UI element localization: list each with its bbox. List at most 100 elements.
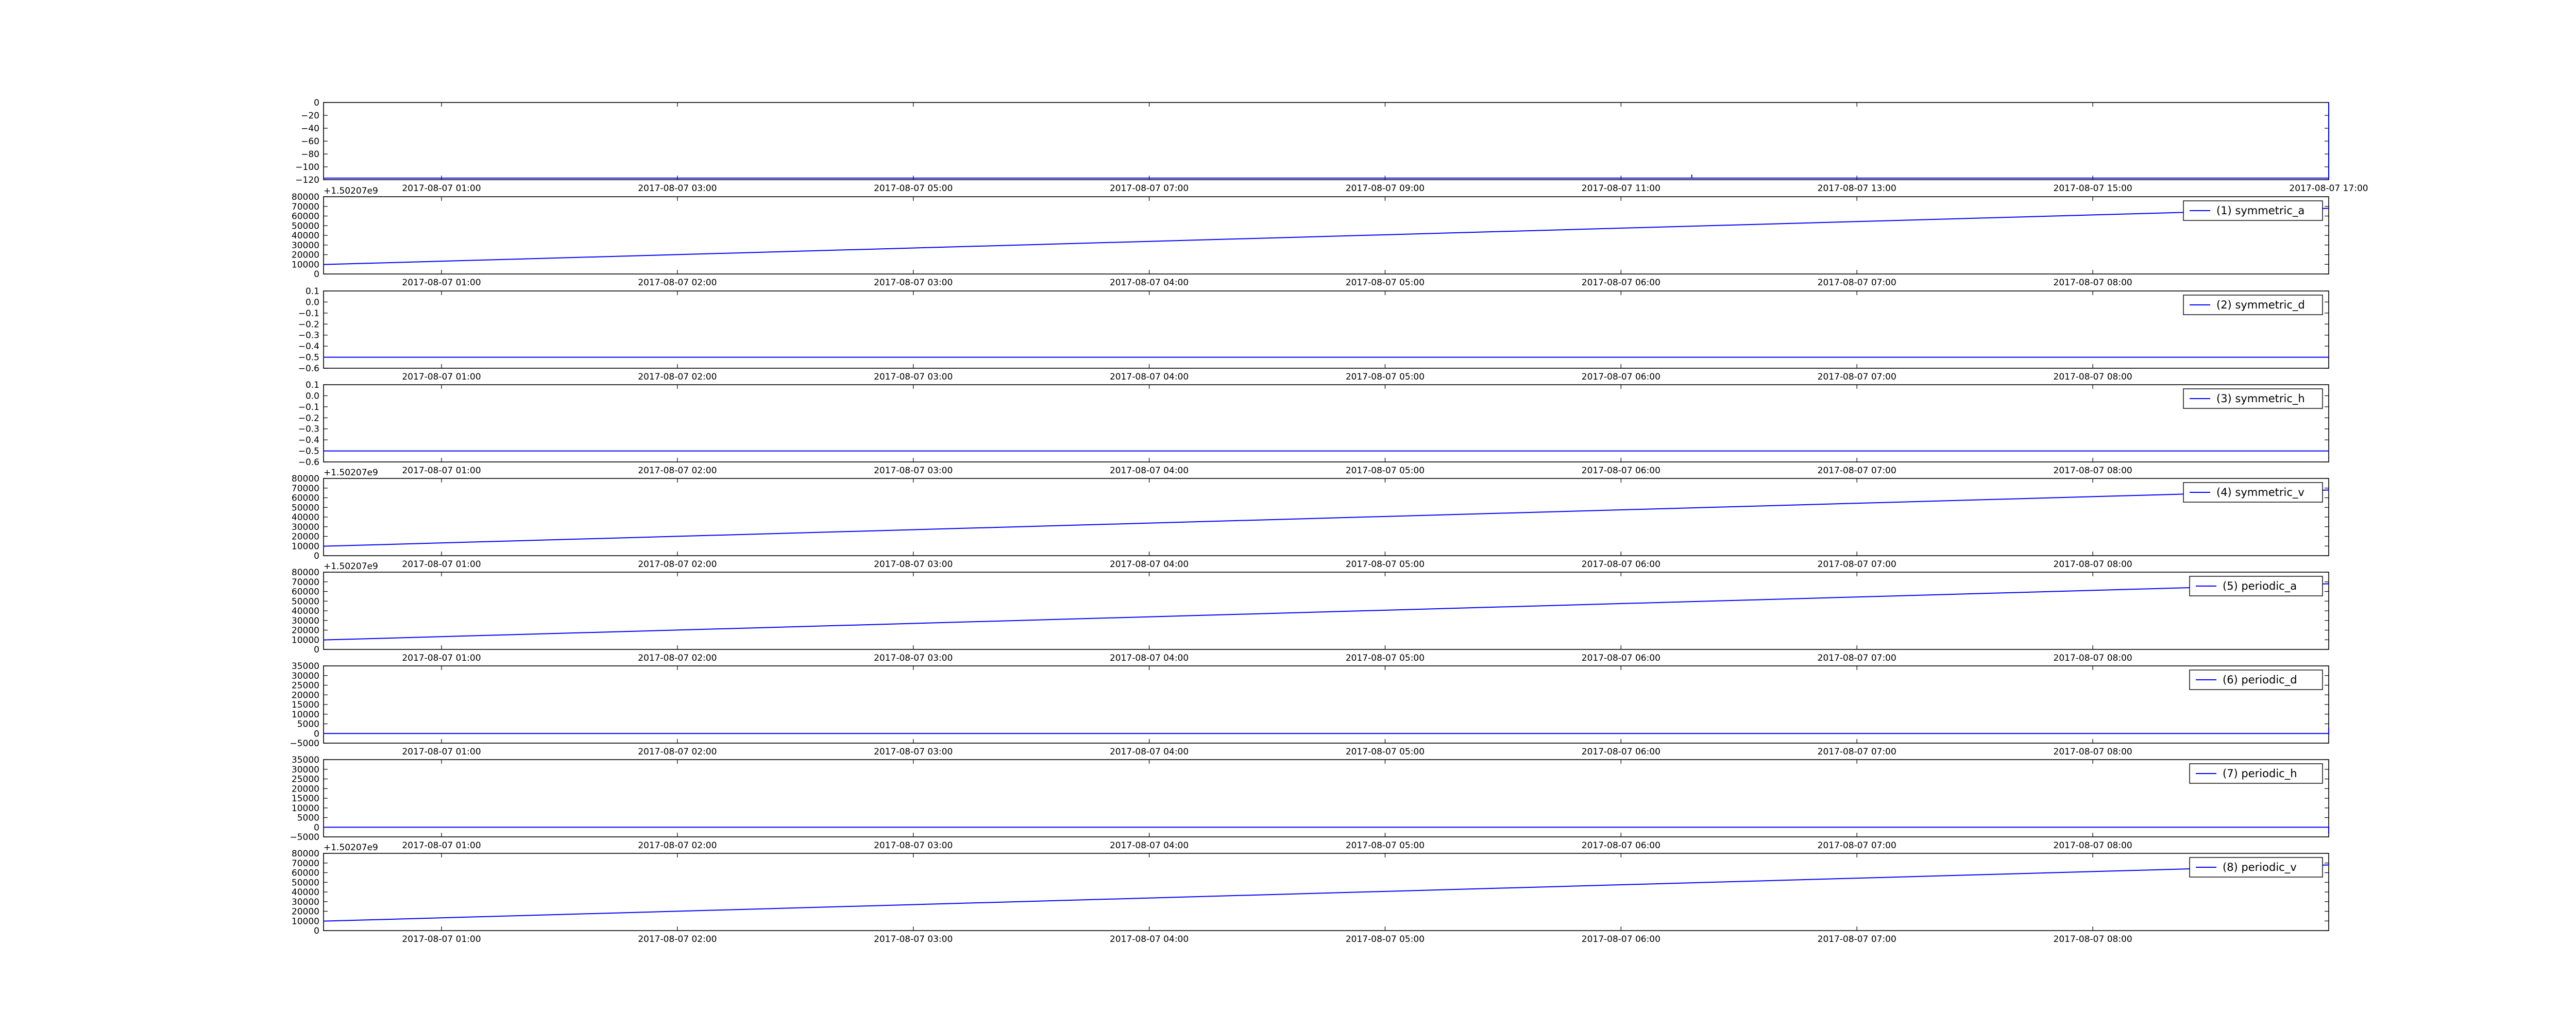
x-tick-label: 2017-08-07 05:00 bbox=[874, 183, 953, 194]
y-tick-label: 70000 bbox=[292, 577, 319, 588]
y-tick-label: −0.3 bbox=[298, 331, 319, 341]
series-line-0 bbox=[323, 489, 2329, 547]
x-tick-label: 2017-08-07 04:00 bbox=[1110, 372, 1189, 382]
legend: (3) symmetric_h bbox=[2183, 388, 2323, 409]
y-tick-label: 10000 bbox=[292, 803, 319, 814]
x-tick-label: 2017-08-07 02:00 bbox=[638, 747, 717, 757]
panel-3: 0.10.0−0.1−0.2−0.3−0.4−0.5−0.62017-08-07… bbox=[298, 380, 2329, 476]
legend: (2) symmetric_d bbox=[2183, 295, 2323, 315]
x-tick-label: 2017-08-07 08:00 bbox=[2054, 372, 2132, 382]
series-line-0 bbox=[324, 827, 2329, 834]
x-tick-label: 2017-08-07 07:00 bbox=[1818, 466, 1896, 476]
y-tick-label: 0 bbox=[314, 645, 319, 655]
y-tick-label: −0.3 bbox=[298, 424, 319, 435]
y-tick-label: 0 bbox=[314, 926, 319, 936]
x-tick-label: 2017-08-07 08:00 bbox=[2054, 278, 2132, 288]
y-tick-label: 20000 bbox=[292, 250, 319, 261]
y-tick-label: 80000 bbox=[292, 192, 319, 202]
x-tick-label: 2017-08-07 07:00 bbox=[1818, 278, 1896, 288]
panel-8: 0100002000030000400005000060000700008000… bbox=[292, 843, 2329, 945]
x-tick-label: 2017-08-07 03:00 bbox=[874, 934, 953, 945]
x-tick-label: 2017-08-07 01:00 bbox=[402, 934, 481, 945]
y-tick-label: 30000 bbox=[292, 897, 319, 907]
y-tick-label: −40 bbox=[301, 124, 319, 134]
y-tick-label: 60000 bbox=[292, 587, 319, 597]
y-tick-label: 0 bbox=[314, 269, 319, 280]
x-tick-label: 2017-08-07 05:00 bbox=[1346, 840, 1425, 851]
x-tick-label: 2017-08-07 03:00 bbox=[874, 747, 953, 757]
x-tick-label: 2017-08-07 01:00 bbox=[402, 466, 481, 476]
y-tick-label: 20000 bbox=[292, 907, 319, 917]
y-tick-label: 80000 bbox=[292, 474, 319, 484]
x-tick-label: 2017-08-07 05:00 bbox=[1346, 934, 1425, 945]
y-tick-label: 70000 bbox=[292, 202, 319, 212]
y-tick-label: −5000 bbox=[290, 739, 319, 749]
y-tick-label: 5000 bbox=[297, 813, 319, 823]
y-tick-label: 50000 bbox=[292, 503, 319, 513]
x-tick-label: 2017-08-07 01:00 bbox=[402, 840, 481, 851]
series-line-0 bbox=[324, 102, 2329, 179]
x-tick-label: 2017-08-07 04:00 bbox=[1110, 466, 1189, 476]
x-tick-label: 2017-08-07 03:00 bbox=[874, 559, 953, 570]
x-tick-label: 2017-08-07 03:00 bbox=[874, 372, 953, 382]
legend-label: (2) symmetric_d bbox=[2216, 299, 2305, 312]
y-tick-label: −0.2 bbox=[298, 413, 319, 423]
x-tick-label: 2017-08-07 06:00 bbox=[1582, 278, 1660, 288]
y-tick-label: 80000 bbox=[292, 568, 319, 578]
series-line-0 bbox=[323, 208, 2329, 265]
y-offset-label: +1.50207e9 bbox=[324, 561, 378, 572]
x-tick-label: 2017-08-07 02:00 bbox=[638, 466, 717, 476]
x-tick-label: 2017-08-07 03:00 bbox=[874, 278, 953, 288]
y-tick-label: −0.1 bbox=[298, 402, 319, 413]
y-tick-label: 10000 bbox=[292, 541, 319, 552]
x-tick-label: 2017-08-07 07:00 bbox=[1818, 559, 1896, 570]
y-tick-label: 30000 bbox=[292, 616, 319, 626]
y-tick-label: 0 bbox=[314, 98, 319, 108]
x-tick-label: 2017-08-07 06:00 bbox=[1582, 747, 1660, 757]
y-tick-label: −20 bbox=[301, 111, 319, 121]
x-tick-label: 2017-08-07 07:00 bbox=[1818, 840, 1896, 851]
x-tick-label: 2017-08-07 05:00 bbox=[1346, 372, 1425, 382]
x-tick-label: 2017-08-07 04:00 bbox=[1110, 278, 1189, 288]
y-tick-label: −80 bbox=[301, 149, 319, 160]
series-line-0 bbox=[324, 728, 2329, 734]
x-tick-label: 2017-08-07 05:00 bbox=[1346, 559, 1425, 570]
panel-6: 35000300002500020000150001000050000−5000… bbox=[290, 661, 2329, 757]
y-tick-label: −0.1 bbox=[298, 308, 319, 319]
y-tick-label: 35000 bbox=[292, 661, 319, 672]
y-tick-label: 40000 bbox=[292, 887, 319, 898]
x-tick-label: 2017-08-07 03:00 bbox=[638, 183, 717, 194]
y-tick-label: 60000 bbox=[292, 212, 319, 222]
y-tick-label: −0.4 bbox=[298, 435, 319, 445]
panel-2: 0.10.0−0.1−0.2−0.3−0.4−0.5−0.62017-08-07… bbox=[298, 286, 2329, 382]
x-tick-label: 2017-08-07 07:00 bbox=[1110, 183, 1189, 194]
x-tick-label: 2017-08-07 05:00 bbox=[1346, 278, 1425, 288]
y-tick-label: 0.0 bbox=[306, 297, 319, 307]
x-tick-label: 2017-08-07 04:00 bbox=[1110, 559, 1189, 570]
y-tick-label: 30000 bbox=[292, 241, 319, 251]
x-tick-label: 2017-08-07 04:00 bbox=[1110, 840, 1189, 851]
y-tick-label: 20000 bbox=[292, 532, 319, 542]
y-tick-label: 20000 bbox=[292, 690, 319, 700]
y-tick-label: −100 bbox=[295, 162, 319, 173]
y-tick-label: 0 bbox=[314, 729, 319, 739]
legend: (7) periodic_h bbox=[2189, 763, 2323, 784]
x-tick-label: 2017-08-07 06:00 bbox=[1582, 559, 1660, 570]
y-tick-label: −0.5 bbox=[298, 447, 319, 457]
x-tick-label: 2017-08-07 01:00 bbox=[402, 653, 481, 663]
y-tick-label: −0.6 bbox=[298, 364, 319, 374]
legend-label: (6) periodic_d bbox=[2223, 674, 2297, 686]
legend: (5) periodic_a bbox=[2189, 576, 2323, 596]
y-tick-label: 70000 bbox=[292, 859, 319, 869]
x-tick-label: 2017-08-07 08:00 bbox=[2054, 653, 2132, 663]
y-tick-label: 20000 bbox=[292, 784, 319, 794]
x-tick-label: 2017-08-07 03:00 bbox=[874, 840, 953, 851]
panel-7: 35000300002500020000150001000050000−5000… bbox=[290, 755, 2329, 851]
x-tick-label: 2017-08-07 11:00 bbox=[1582, 183, 1660, 194]
y-tick-label: 0 bbox=[314, 822, 319, 833]
x-tick-label: 2017-08-07 01:00 bbox=[402, 183, 481, 194]
legend-label: (7) periodic_h bbox=[2223, 767, 2297, 780]
y-tick-label: 50000 bbox=[292, 221, 319, 231]
y-tick-label: 50000 bbox=[292, 596, 319, 607]
